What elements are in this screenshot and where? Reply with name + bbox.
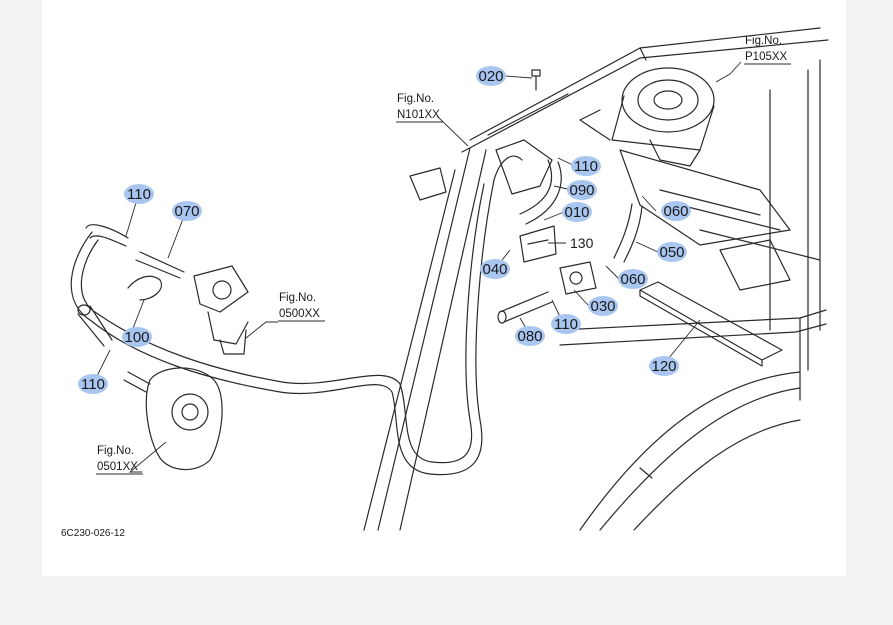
part-callout-100[interactable]: 100 [122, 327, 152, 347]
part-callout-110[interactable]: 110 [78, 374, 108, 394]
drawing-code: 6C230-026-12 [61, 528, 125, 539]
callout-badge [515, 326, 545, 346]
callout-badge [172, 201, 202, 221]
figure-reference-number: 0501XX [97, 461, 138, 473]
callout-label: 050 [659, 244, 684, 261]
part-callout-090[interactable]: 090 [567, 180, 597, 200]
part-callout-070[interactable]: 070 [172, 201, 202, 221]
callout-label: 080 [517, 328, 542, 345]
parts-diagram-sheet [42, 0, 846, 576]
figure-reference-title: Fig.No. [745, 35, 782, 47]
figure-reference-number: 0500XX [279, 308, 320, 320]
part-callout-020[interactable]: 020 [476, 66, 506, 86]
part-callout-130[interactable]: 130 [570, 235, 594, 251]
callout-label: 060 [663, 203, 688, 220]
callout-badge [571, 156, 601, 176]
cab-frame-drawing [70, 27, 829, 531]
callout-badge [562, 202, 592, 222]
figure-reference-n101xx[interactable]: Fig.No. N101XX [396, 93, 443, 123]
callout-badge [122, 327, 152, 347]
callout-label: 110 [574, 158, 598, 175]
leader-lines [92, 61, 742, 473]
callout-label: 110 [81, 376, 105, 393]
callout-label: 010 [564, 204, 589, 221]
part-callout-110[interactable]: 110 [571, 156, 601, 176]
part-callout-060[interactable]: 060 [661, 201, 691, 221]
callout-badge [588, 296, 618, 316]
figure-reference-title: Fig.No. [97, 445, 134, 457]
callout-badge [78, 374, 108, 394]
callout-badge [657, 242, 687, 262]
callout-badge [649, 356, 679, 376]
part-callout-010[interactable]: 010 [562, 202, 592, 222]
figure-reference-p105xx[interactable]: Fig.No. P105XX [744, 35, 791, 65]
callout-badge [618, 269, 648, 289]
part-callout-110[interactable]: 110 [124, 184, 154, 204]
callout-badge [124, 184, 154, 204]
figure-reference-title: Fig.No. [279, 292, 316, 304]
callout-label: 120 [651, 358, 676, 375]
part-callout-050[interactable]: 050 [657, 242, 687, 262]
callout-badge [661, 201, 691, 221]
callout-label: 040 [482, 261, 507, 278]
callout-label: 110 [554, 316, 578, 333]
callout-label: 110 [127, 186, 151, 203]
callout-label: 020 [478, 68, 503, 85]
part-callout-030[interactable]: 030 [588, 296, 618, 316]
callout-badge [567, 180, 597, 200]
part-callout-110[interactable]: 110 [551, 314, 581, 334]
callout-badge [551, 314, 581, 334]
callout-label: 090 [569, 182, 594, 199]
callout-badge [480, 259, 510, 279]
callouts-layer: 020 110 090 010 060 050 040 060 030 110 080 120 110 0… [78, 66, 691, 394]
callout-badge [476, 66, 506, 86]
figure-reference-number: P105XX [745, 51, 788, 63]
figure-reference-number: N101XX [397, 109, 440, 121]
part-callout-120[interactable]: 120 [649, 356, 679, 376]
figure-references-layer: Fig.No.P105XXFig.No.N101XXFig.No.0500XXF… [96, 35, 791, 475]
part-callout-080[interactable]: 080 [515, 326, 545, 346]
callout-label: 060 [620, 271, 645, 288]
callout-label: 100 [124, 329, 149, 346]
figure-reference-0500xx[interactable]: Fig.No. 0500XX [278, 292, 325, 322]
part-callout-060[interactable]: 060 [618, 269, 648, 289]
figure-reference-title: Fig.No. [397, 93, 434, 105]
callout-label: 030 [590, 298, 615, 315]
callout-label: 070 [174, 203, 199, 220]
figure-reference-0501xx[interactable]: Fig.No. 0501XX [96, 445, 143, 475]
part-callout-040[interactable]: 040 [480, 259, 510, 279]
